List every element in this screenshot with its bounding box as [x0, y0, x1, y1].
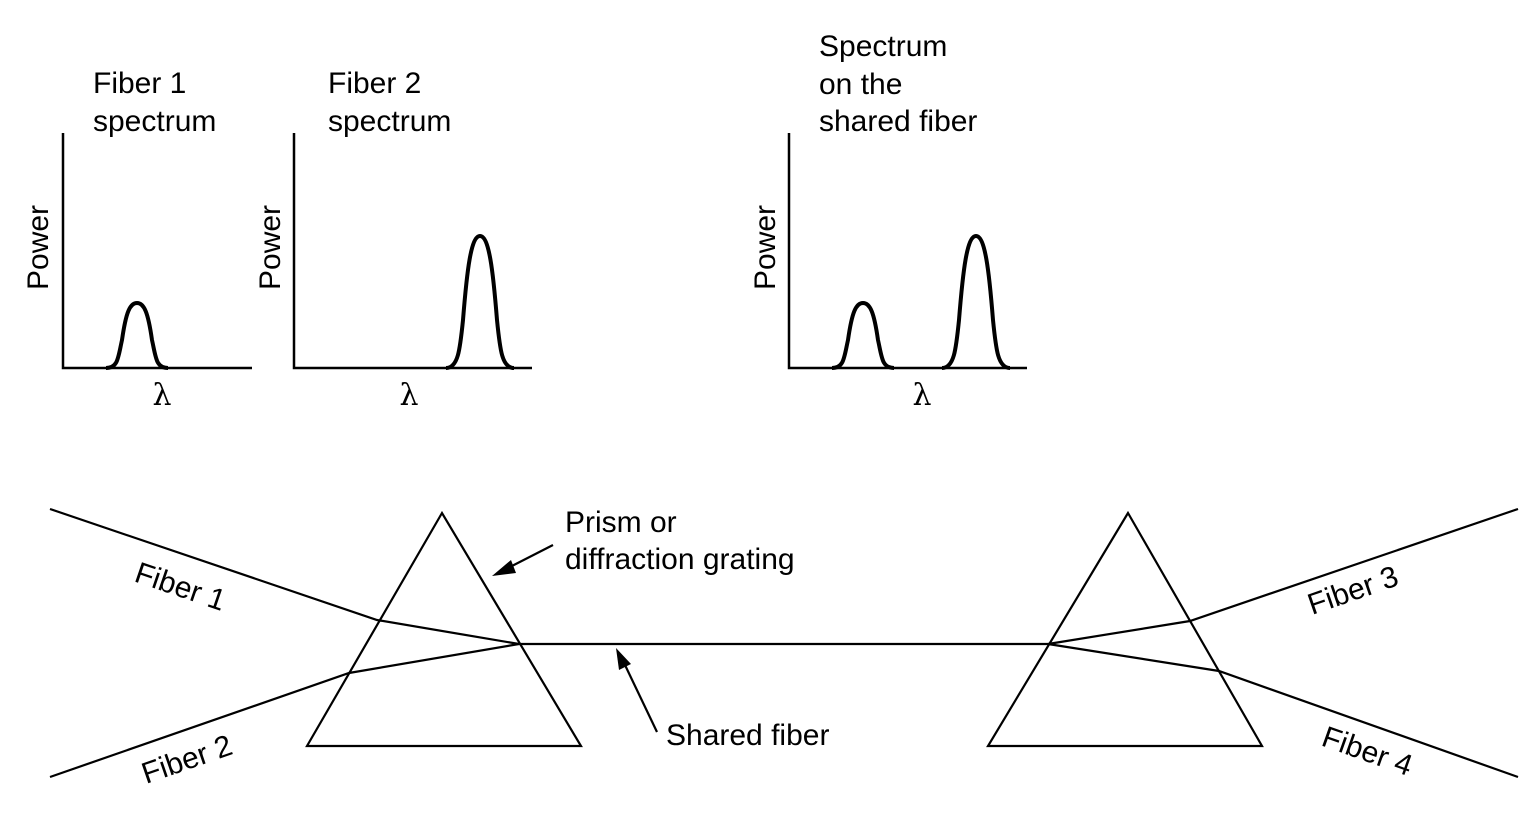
- shared-fiber-label: Shared fiber: [666, 719, 829, 752]
- fiber1-ray: [49, 507, 520, 646]
- fiber4-label: Fiber 4: [1318, 720, 1417, 782]
- panel1-ylabel: Power: [22, 205, 55, 290]
- panel1-title-line1: Fiber 1: [93, 67, 186, 100]
- shared-fiber-arrow-shaft: [624, 664, 658, 733]
- prism-arrow-shaft: [507, 544, 554, 569]
- prism-label-line1: Prism or: [565, 506, 677, 539]
- panel3-title-line3: shared fiber: [819, 105, 977, 138]
- panel2-peak: [445, 233, 515, 370]
- panel1-axes: [61, 133, 252, 370]
- panel2-xlabel: λ: [399, 378, 418, 413]
- fiber1-spectrum-panel: Fiber 1 spectrum Power λ: [22, 67, 252, 413]
- prism-arrow-head: [492, 560, 516, 576]
- panel3-title-line1: Spectrum: [819, 30, 947, 63]
- panel2-axes: [292, 133, 532, 370]
- panel3-xlabel: λ: [912, 378, 931, 413]
- panel3-axes: [787, 133, 1027, 370]
- fiber2-label: Fiber 2: [138, 729, 237, 791]
- fiber3-ray: [1047, 507, 1519, 646]
- left-prism: [305, 510, 583, 748]
- shared-fiber-arrow-head: [616, 648, 631, 670]
- fiber4-ray: [1047, 642, 1519, 779]
- panel1-peak: [105, 300, 169, 370]
- panel1-title-line2: spectrum: [93, 105, 216, 138]
- left-multiplexer: [49, 507, 583, 779]
- right-prism: [986, 510, 1264, 748]
- panel2-title-line1: Fiber 2: [328, 67, 421, 100]
- fiber2-ray: [49, 642, 520, 779]
- fiber2-spectrum-panel: Fiber 2 spectrum Power λ: [254, 67, 532, 413]
- panel2-title-line2: spectrum: [328, 105, 451, 138]
- panel3-ylabel: Power: [749, 205, 782, 290]
- panel3-title-line2: on the: [819, 68, 902, 101]
- prism-label-line2: diffraction grating: [565, 543, 795, 576]
- panel2-ylabel: Power: [254, 205, 287, 290]
- panel1-xlabel: λ: [152, 378, 171, 413]
- panel3-peak-2: [941, 233, 1011, 370]
- shared-spectrum-panel: Spectrum on the shared fiber Power λ: [749, 30, 1027, 413]
- panel3-peak-1: [831, 300, 895, 370]
- right-demultiplexer: [986, 507, 1519, 779]
- fiber3-label: Fiber 3: [1304, 560, 1403, 622]
